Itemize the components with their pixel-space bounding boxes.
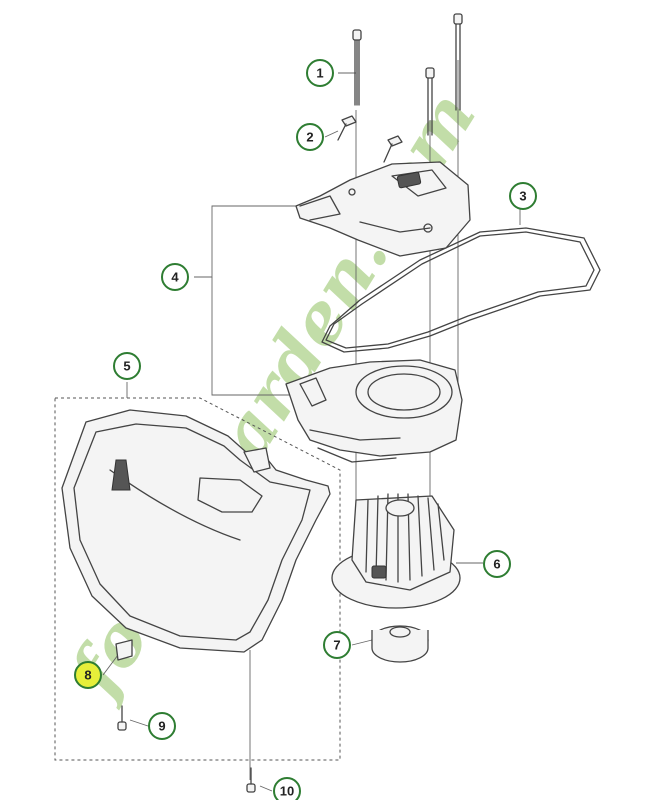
callout-8: 8 [74,661,102,689]
part-1-long-screws [352,13,463,136]
part-8-clip [115,639,133,661]
part-6-motor [331,493,461,609]
callout-label: 2 [306,130,313,145]
callout-label: 6 [493,557,500,572]
callout-label: 10 [280,784,294,799]
callout-4: 4 [161,263,189,291]
callout-7: 7 [323,631,351,659]
callout-label: 3 [519,189,526,204]
guard-assembly-box [54,397,341,761]
callout-label: 8 [84,668,91,683]
part-4-housing-cover [295,161,471,257]
callout-label: 4 [171,270,179,285]
callout-5: 5 [113,352,141,380]
callout-9: 9 [148,712,176,740]
callout-label: 7 [333,638,340,653]
callout-circle [161,263,189,291]
callout-circle [323,631,351,659]
callout-circle [113,352,141,380]
part-9-screw [117,705,127,731]
callout-6: 6 [483,550,511,578]
callout-group: 1 2 3 4 5 6 7 8 9 10 [74,59,537,800]
part-2-short-screws [337,115,403,163]
callout-10: 10 [273,777,301,800]
callout-circle [483,550,511,578]
callout-2: 2 [296,123,324,151]
part-5-guard [61,409,331,653]
callout-1: 1 [306,59,334,87]
callout-label: 1 [316,66,323,81]
part-3-gasket [321,227,601,353]
part-10-screw [246,767,256,793]
callout-label: 5 [123,359,130,374]
callout-circle [306,59,334,87]
callout-circle [74,661,102,689]
callout-3: 3 [509,182,537,210]
callout-circle [148,712,176,740]
callout-circle [296,123,324,151]
callout-circle [509,182,537,210]
part-7-spool [371,625,429,663]
callout-label: 9 [158,719,165,734]
callout-circle [273,777,301,800]
part-4-lower-housing [285,359,463,463]
